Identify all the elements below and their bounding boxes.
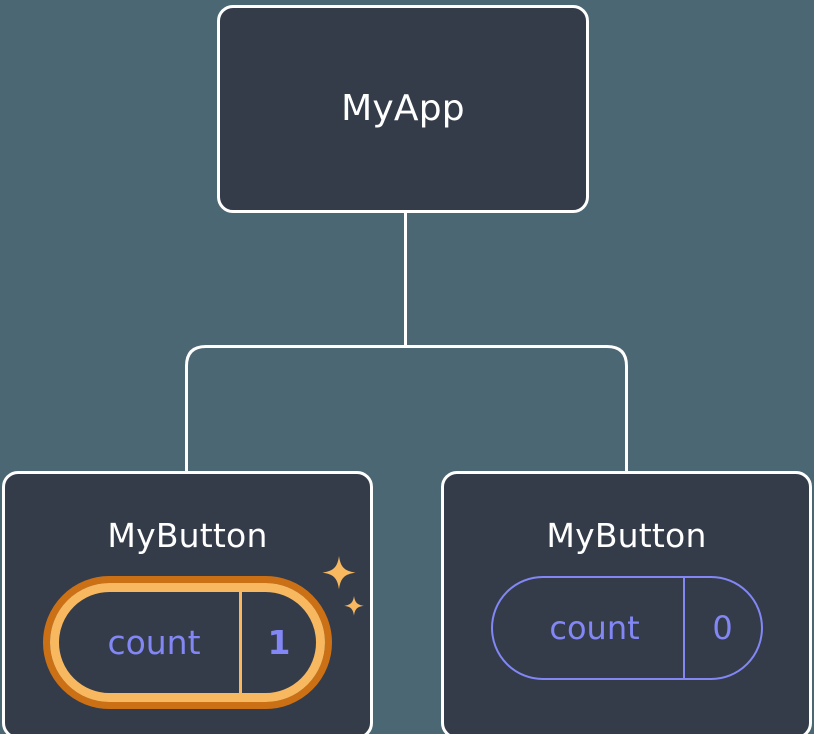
node-title-left: MyButton [107,516,268,555]
sparkle-small-icon [344,596,364,616]
state-pill-plain[interactable]: count 0 [490,576,763,680]
node-mybutton-right[interactable]: MyButton count 0 [441,471,812,734]
sparkle-large-icon [322,556,356,590]
state-pill-wrapper-left: count 1 [43,556,364,709]
node-mybutton-left[interactable]: MyButton count 1 [2,471,373,734]
state-pill-highlighted[interactable]: count 1 [43,576,332,709]
state-key-right: count [549,609,640,647]
state-pill-wrapper-right: count 0 [490,576,763,680]
state-key-left: count [107,623,201,662]
state-value-right: 0 [682,578,761,678]
node-title-root: MyApp [341,88,465,129]
edge-child-bus [185,345,628,471]
node-title-right: MyButton [546,516,707,555]
state-value-left: 1 [239,592,316,693]
node-myapp[interactable]: MyApp [217,5,589,213]
state-pill-inner-left: count 1 [50,583,325,702]
